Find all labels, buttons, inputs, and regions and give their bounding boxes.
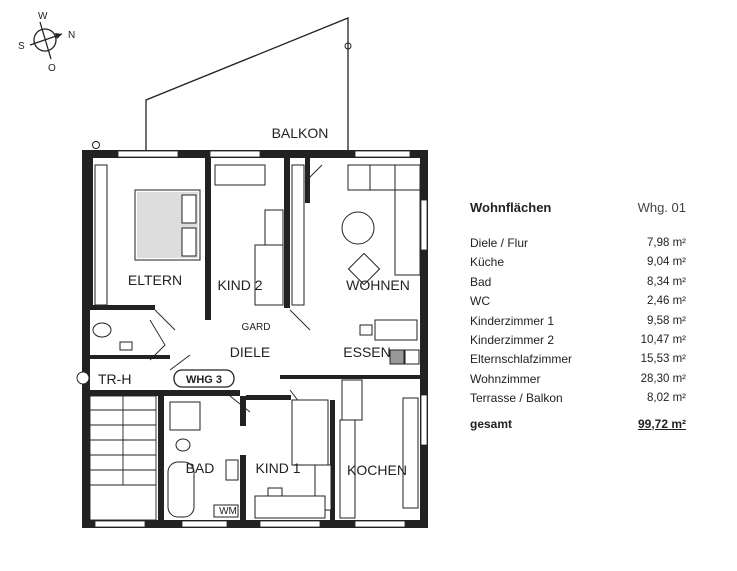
area-table-header: Wohnflächen Whg. 01 — [470, 200, 698, 228]
area-row-label: Elternschlafzimmer — [470, 352, 573, 367]
area-row-value: 10,47 m² — [640, 333, 686, 346]
bed-eltern — [94, 164, 201, 306]
area-table-unit: Whg. 01 — [637, 200, 686, 215]
apartment-badge: WHG 3 — [173, 369, 235, 388]
area-table-total: gesamt 99,72 m² — [470, 417, 698, 431]
area-table-rows: Diele / Flur 7,98 m² Küche 9,04 m² Bad 8,34 m… — [470, 234, 698, 409]
area-table-title: Wohnflächen — [470, 200, 552, 215]
room-label-balkon: BALKON — [272, 125, 329, 141]
area-row-label: WC — [470, 294, 490, 309]
area-row: Terrasse / Balkon 8,02 m² — [470, 389, 698, 408]
area-row: Kinderzimmer 1 9,58 m² — [470, 312, 698, 331]
room-label-essen: ESSEN — [343, 344, 390, 360]
area-row-label: Wohnzimmer — [470, 371, 541, 386]
area-row: Küche 9,04 m² — [470, 253, 698, 272]
room-label-kind2: KIND 2 — [217, 277, 262, 293]
room-label-diele: DIELE — [230, 344, 270, 360]
area-row-value: 7,98 m² — [647, 237, 686, 249]
compass-west-label: W — [38, 11, 48, 22]
furniture-wohnen — [341, 164, 421, 365]
area-row: Kinderzimmer 2 10,47 m² — [470, 331, 698, 350]
area-total-label: gesamt — [470, 416, 513, 431]
furniture-kind2 — [214, 164, 305, 306]
room-label-kind1: KIND 1 — [255, 460, 300, 476]
area-row-value: 28,30 m² — [640, 372, 686, 385]
area-total-value: 99,72 m² — [637, 416, 686, 431]
interior-walls — [90, 158, 420, 520]
area-row: WC 2,46 m² — [470, 292, 698, 311]
compass-icon: W S N O — [18, 11, 75, 74]
area-table: Wohnflächen Whg. 01 Diele / Flur 7,98 m² K… — [470, 200, 698, 431]
room-label-wm: WM — [219, 506, 237, 517]
area-row-value: 9,58 m² — [647, 314, 686, 327]
room-label-treppenhaus: TR-H — [98, 371, 131, 387]
area-row-label: Terrasse / Balkon — [470, 391, 563, 406]
area-row: Elternschlafzimmer 15,53 m² — [470, 350, 698, 369]
area-row-label: Kinderzimmer 1 — [470, 313, 555, 328]
area-row-value: 2,46 m² — [647, 295, 686, 308]
room-label-wohnen: WOHNEN — [346, 277, 410, 293]
apartment-label: WHG 3 — [186, 374, 222, 386]
area-row-value: 15,53 m² — [640, 353, 686, 366]
compass-east-label: O — [48, 63, 56, 74]
balcony — [92, 17, 352, 152]
wc-fixtures — [92, 322, 133, 351]
furniture-kueche — [339, 379, 419, 519]
room-label-bad: BAD — [186, 460, 215, 476]
area-row-value: 9,04 m² — [647, 256, 686, 269]
stairs — [89, 395, 157, 521]
area-row: Wohnzimmer 28,30 m² — [470, 370, 698, 389]
furniture-kind1 — [254, 399, 332, 519]
area-row: Diele / Flur 7,98 m² — [470, 234, 698, 253]
area-row-value: 8,02 m² — [647, 392, 686, 405]
room-label-garderobe: GARD — [242, 322, 271, 333]
room-label-kochen: KOCHEN — [347, 462, 407, 478]
area-row: Bad 8,34 m² — [470, 273, 698, 292]
area-row-label: Bad — [470, 274, 492, 289]
bad-fixtures — [167, 401, 239, 518]
area-row-value: 8,34 m² — [647, 275, 686, 288]
compass-north-label: N — [68, 30, 75, 41]
stair-marker-icon — [76, 371, 90, 385]
area-row-label: Küche — [470, 255, 505, 270]
compass-south-label: S — [18, 41, 25, 52]
area-row-label: Kinderzimmer 2 — [470, 332, 555, 347]
windows — [94, 150, 428, 528]
room-label-eltern: ELTERN — [128, 272, 182, 288]
area-row-label: Diele / Flur — [470, 236, 529, 250]
